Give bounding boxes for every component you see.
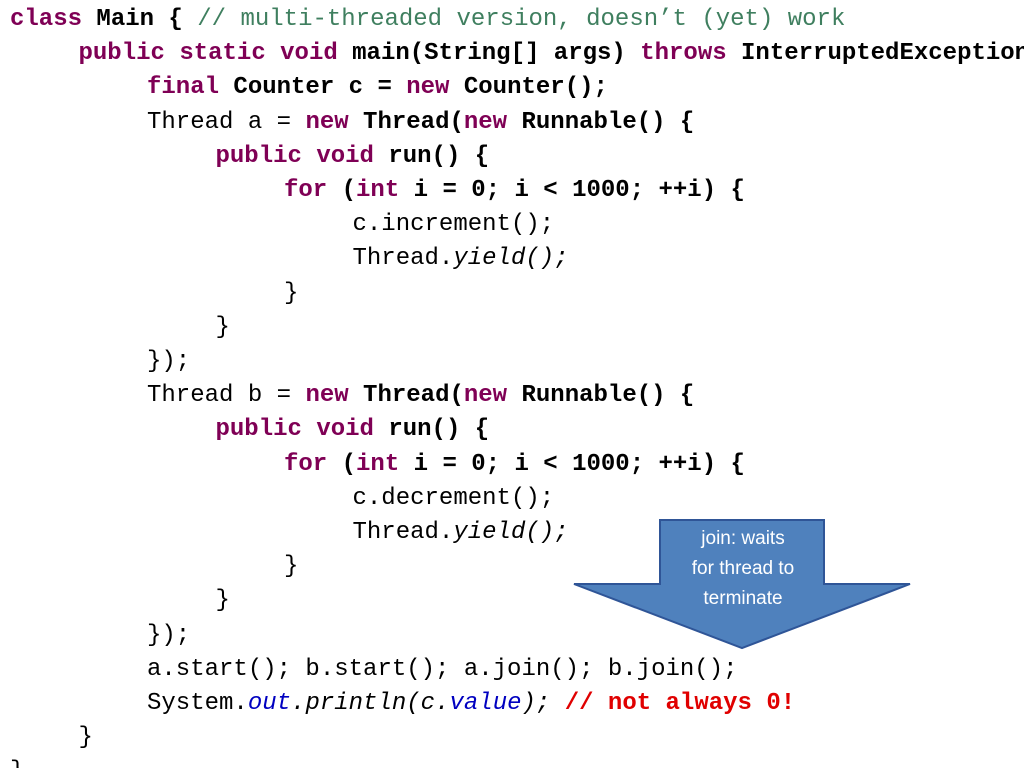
code-token: } (78, 724, 93, 752)
code-line: } (79, 721, 93, 755)
down-arrow-shape (573, 519, 911, 650)
code-token: ( (327, 450, 357, 478)
code-line: public void run() { (216, 413, 490, 447)
code-line: } (284, 277, 298, 311)
code-token: InterruptedException { (741, 40, 1024, 68)
code-line: Thread a = new Thread(new Runnable() { (147, 106, 694, 140)
code-token: Runnable() { (507, 108, 695, 136)
code-token: Counter(); (449, 74, 608, 102)
code-token: ); (521, 690, 551, 717)
code-token: } (10, 758, 24, 768)
code-line: } (10, 755, 24, 768)
code-token: Thread( (348, 382, 464, 410)
code-line: public static void main(String[] args) t… (79, 37, 1024, 71)
code-token: ( (327, 177, 357, 204)
code-token: value (449, 690, 522, 717)
code-token: out (247, 690, 292, 717)
code-token: public void (215, 142, 374, 170)
code-line: }); (147, 345, 190, 379)
code-token: Thread b = (147, 382, 306, 410)
code-line: a.start(); b.start(); a.join(); b.join()… (147, 653, 738, 687)
code-token: Thread a = (147, 108, 306, 136)
code-line: } (284, 550, 298, 584)
code-token: class (10, 6, 83, 33)
code-line: }); (147, 619, 190, 653)
code-token: }); (147, 348, 191, 375)
code-token: } (215, 587, 230, 615)
callout-line-3: terminate (703, 588, 783, 609)
code-token: Thread. (352, 519, 454, 546)
code-token: new (463, 108, 508, 136)
code-token: } (215, 313, 230, 341)
code-line: for (int i = 0; i < 1000; ++i) { (284, 174, 745, 208)
code-line: Thread.yield(); (353, 516, 569, 550)
code-token: throws (640, 40, 727, 68)
code-token: Main { (82, 6, 183, 33)
code-token: int (356, 177, 400, 204)
code-token: final (147, 74, 220, 102)
code-token: main(String[] args) (337, 40, 641, 68)
code-line: class Main { // multi-threaded version, … (10, 3, 845, 37)
code-token: } (284, 553, 299, 581)
code-token: for (284, 177, 328, 204)
code-token: }); (147, 621, 191, 649)
code-token: Counter c = (219, 74, 407, 102)
code-line: Thread b = new Thread(new Runnable() { (147, 379, 694, 413)
code-token: public static void (78, 40, 338, 68)
code-token: int (356, 450, 400, 478)
code-line: } (216, 311, 230, 345)
code-token: a.start(); b.start(); a.join(); b.join()… (147, 655, 738, 683)
code-token: run() { (373, 416, 490, 444)
code-token: new (463, 382, 508, 410)
code-line: for (int i = 0; i < 1000; ++i) { (284, 448, 745, 482)
code-token: i = 0; i < 1000; ++i) { (399, 450, 745, 478)
code-token: c.decrement(); (352, 484, 555, 512)
code-token: c.increment(); (352, 211, 555, 239)
code-line: c.increment(); (353, 208, 555, 242)
code-line: } (216, 584, 230, 618)
code-line: c.decrement(); (353, 482, 555, 516)
code-token: .println(c. (291, 690, 450, 717)
code-token: } (284, 279, 299, 307)
code-token: Thread. (352, 245, 454, 273)
code-line: Thread.yield(); (353, 242, 569, 276)
code-token: new (305, 108, 349, 136)
callout-line-1: join: waits (701, 528, 785, 549)
code-token: Thread( (348, 108, 464, 136)
code-token: // multi-threaded version, doesn’t (yet)… (182, 6, 846, 33)
callout-text: join: waits for thread to terminate (662, 524, 824, 614)
code-token: i = 0; i < 1000; ++i) { (399, 177, 745, 204)
code-token: run() { (373, 142, 490, 170)
code-token: public void (215, 416, 374, 444)
code-token: // not always 0! (550, 690, 796, 717)
code-token: yield(); (453, 519, 569, 546)
callout-line-2: for thread to (691, 558, 795, 579)
code-token: new (305, 382, 349, 410)
code-line: final Counter c = new Counter(); (147, 71, 608, 105)
code-line: System.out.println(c.value); // not alwa… (147, 687, 795, 721)
code-token: for (284, 450, 328, 478)
code-line: public void run() { (216, 140, 490, 174)
join-callout: join: waits for thread to terminate (572, 518, 912, 652)
code-token: yield(); (453, 245, 569, 273)
code-token: System. (147, 690, 248, 717)
code-token: new (406, 74, 450, 102)
code-token: Runnable() { (507, 382, 695, 410)
